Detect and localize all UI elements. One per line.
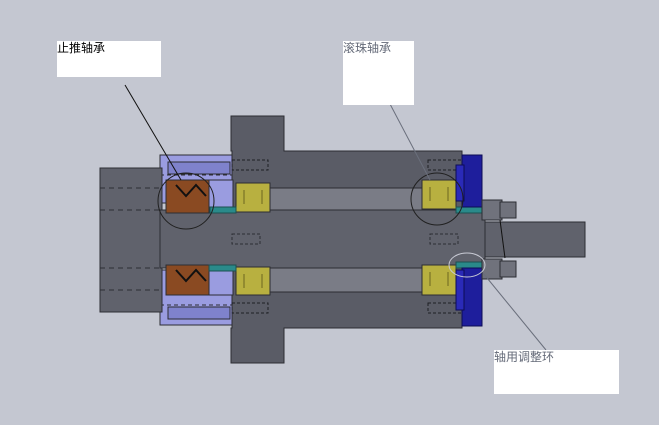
lock-nut — [455, 154, 483, 327]
roller-bearing-left — [235, 182, 271, 296]
housing-bolts — [231, 159, 463, 314]
shaft-end-coupling — [481, 199, 517, 280]
adjust-ring-label: 轴用调整环 — [494, 350, 619, 394]
leader-lines — [124, 84, 547, 351]
thrust-bearing-label: 止推轴承 — [57, 41, 161, 77]
shaft — [99, 167, 586, 313]
roller-bearing-label: 滚珠轴承 — [343, 41, 414, 105]
detail-circles — [157, 172, 486, 278]
spacer-sleeve — [269, 187, 423, 293]
